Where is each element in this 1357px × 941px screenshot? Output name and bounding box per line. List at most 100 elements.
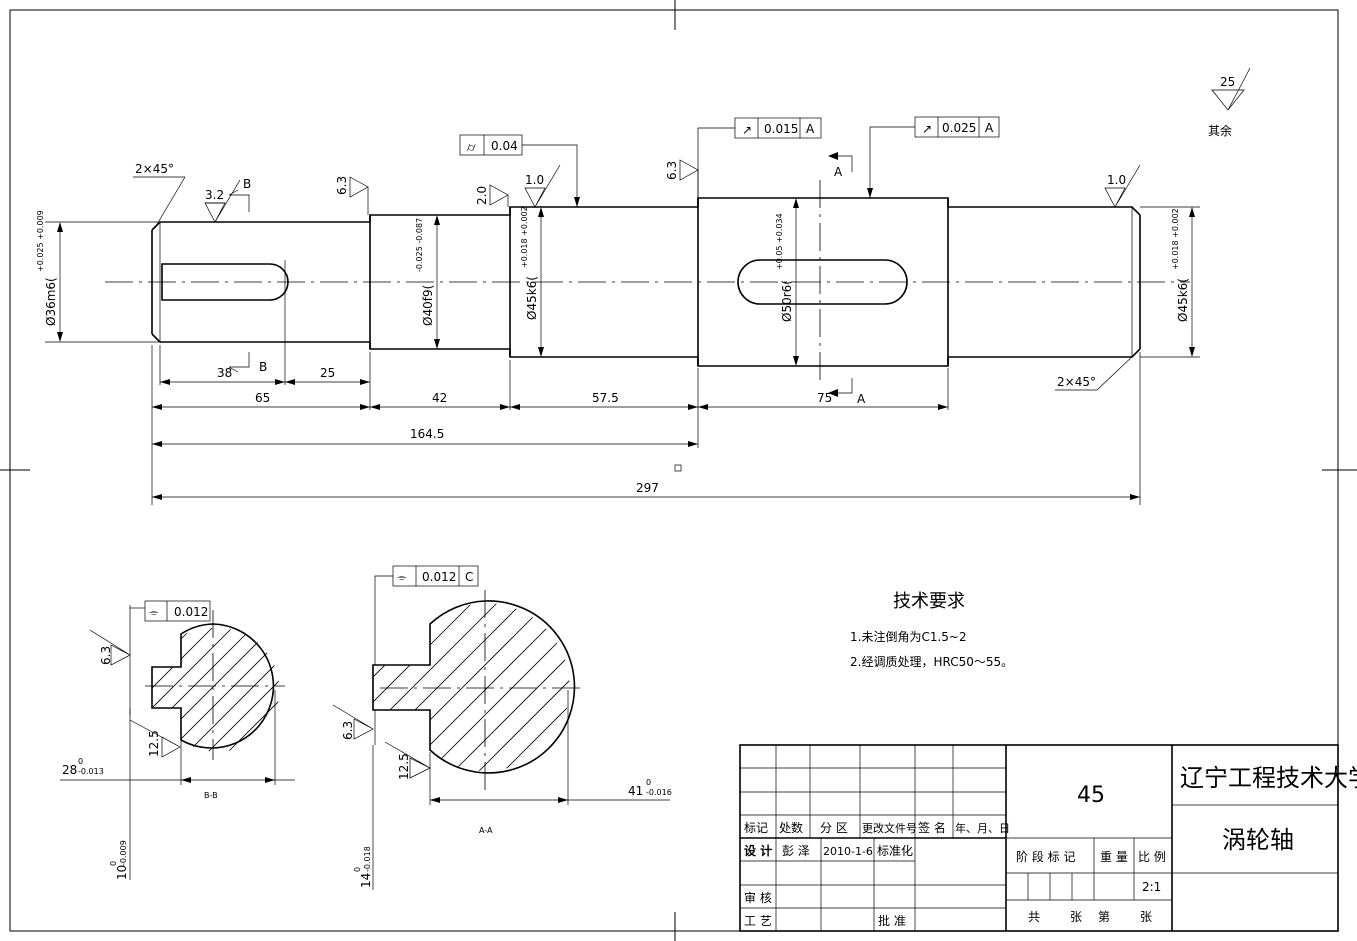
tb-h-zone: 分 区: [820, 821, 848, 835]
section-b-top: B: [243, 177, 251, 191]
tol-frame3-value: 0.025: [942, 121, 976, 135]
tol45b-label: +0.018 +0.002: [1171, 208, 1180, 270]
sec2-14: 14: [359, 873, 373, 888]
section-b-bot: B: [259, 360, 267, 374]
dia36-label: Ø36m6(: [44, 277, 58, 326]
d38-label: 38: [217, 366, 232, 380]
section-markers: B B A A: [228, 152, 866, 406]
tech-requirements: 技术要求 1.未注倒角为C1.5~2 2.经调质处理，HRC50～55。: [850, 591, 1013, 669]
section-a-bot: A: [857, 392, 866, 406]
tb-no: 第: [1098, 910, 1110, 924]
sec2-41: 41: [628, 784, 643, 798]
roughness-symbols: 3.2 6.3 2.0 1.0 6.3 1.0 25 其余: [204, 67, 1251, 223]
rough-63b-label: 6.3: [665, 161, 679, 180]
d65-label: 65: [255, 391, 270, 405]
sec1-10-zero: 0: [109, 861, 118, 866]
tol45a-label: +0.018 +0.002: [520, 206, 529, 268]
rough-other-label: 其余: [1208, 123, 1232, 138]
tb-h-sign: 签 名: [918, 820, 946, 835]
sec2-rough63: 6.3: [341, 721, 355, 740]
d75-label: 75: [817, 391, 832, 405]
length-labels: 65 42 57.5 75 164.5 297 38 25: [217, 366, 832, 495]
sec1-28-zero: 0: [78, 757, 83, 766]
tech-line1: 1.未注倒角为C1.5~2: [850, 629, 967, 644]
svg-text:⌯: ⌯: [397, 570, 407, 584]
tb-h-mark: 标记: [744, 821, 768, 835]
length-dimensions: [151, 345, 1141, 505]
tb-sheets: 张: [1070, 910, 1082, 924]
tb-process: 工 艺: [744, 914, 772, 928]
d575-label: 57.5: [592, 391, 619, 405]
chamfer-leaders: 2×45° 2×45°: [133, 162, 1137, 391]
svg-text:↗: ↗: [922, 122, 932, 136]
sec1-28-tol: -0.013: [78, 767, 104, 776]
d297-label: 297: [636, 481, 659, 495]
sec1-10-tol: -0.009: [119, 840, 128, 866]
tb-standard: 标准化: [877, 844, 913, 858]
tol-frame5-value: 0.012: [422, 570, 456, 584]
svg-text:A-A: A-A: [479, 826, 493, 835]
sec1-rough63: 6.3: [99, 646, 113, 665]
tol-frame1-value: 0.04: [491, 139, 518, 153]
d1645-label: 164.5: [410, 427, 444, 441]
tb-school: 辽宁工程技术大学: [1180, 764, 1357, 792]
tb-part-name: 涡轮轴: [1222, 826, 1294, 854]
diameter-labels: Ø36m6( +0.025 +0.009 Ø40f9( -0.025 -0.08…: [36, 206, 1190, 326]
tb-material: 45: [1077, 783, 1105, 808]
sec2-41-zero: 0: [646, 778, 651, 787]
tb-scale-val: 2:1: [1142, 880, 1161, 894]
rough-25-label: 25: [1220, 75, 1235, 89]
chamfer-right-label: 2×45°: [1057, 375, 1096, 389]
tb-h-doc: 更改文件号: [862, 821, 917, 835]
tech-line2: 2.经调质处理，HRC50～55。: [850, 655, 1013, 669]
svg-text:⌭: ⌭: [467, 140, 476, 154]
tb-total: 共: [1028, 910, 1040, 924]
section-b-view: ⌯ 0.012 6.3 12.5 28 0 -0.013 10 0 -0.009…: [60, 600, 295, 880]
tol50-label: +0.05 +0.034: [775, 213, 784, 270]
rough-10b-label: 1.0: [1107, 173, 1126, 187]
tb-h-date: 年、月、日: [955, 821, 1010, 835]
sec2-41-tol: -0.016: [646, 788, 672, 797]
d25-label: 25: [320, 366, 335, 380]
dia40-label: Ø40f9(: [421, 285, 435, 326]
rough-20-label: 2.0: [475, 186, 489, 205]
sec1-rough125: 12.5: [147, 730, 161, 757]
chamfer-left-label: 2×45°: [135, 162, 174, 176]
section-a-view: ⌯ 0.012 C 6.3 12.5 41 0 -0.016 14 0 -0.0…: [332, 565, 672, 890]
tb-weight: 重 量: [1100, 850, 1128, 864]
sec1-10: 10: [115, 865, 129, 880]
dia50-label: Ø50r6(: [780, 280, 794, 322]
tol-frame2-ref: A: [806, 122, 815, 136]
tolerance-frames: ⌭ 0.04 ↗ 0.015 A ↗ 0.025 A: [459, 116, 1000, 207]
tb-designer: 彭 泽: [782, 844, 810, 858]
svg-text:⌯: ⌯: [149, 605, 159, 619]
tb-scale: 比 例: [1138, 850, 1166, 864]
d42-label: 42: [432, 391, 447, 405]
svg-text:B-B: B-B: [204, 791, 218, 800]
section-a-top: A: [834, 165, 843, 179]
tol-frame5-ref: C: [465, 570, 473, 584]
title-block: 45 辽宁工程技术大学 涡轮轴 标记 处数 分 区 更改文件号 签 名 年、月、…: [739, 744, 1357, 932]
tech-title: 技术要求: [893, 591, 965, 612]
sec2-14-tol: -0.018: [363, 846, 372, 872]
tb-h-count: 处数: [779, 820, 803, 835]
tb-sheet2: 张: [1140, 910, 1152, 924]
dia45b-label: Ø45k6(: [1176, 278, 1190, 322]
svg-text:↗: ↗: [742, 123, 752, 137]
tb-stage: 阶 段 标 记: [1016, 849, 1075, 864]
tol36-label: +0.025 +0.009: [36, 210, 45, 272]
diameter-dimensions: [45, 198, 1200, 366]
sec2-rough125: 12.5: [397, 753, 411, 780]
shaft-main-view: [105, 180, 1190, 385]
sec2-14-zero: 0: [353, 867, 362, 872]
tb-design-date: 2010-1-6: [823, 845, 873, 858]
rough-10a-label: 1.0: [525, 173, 544, 187]
tol40-label: -0.025 -0.087: [415, 218, 424, 272]
tb-approve: 批 准: [878, 913, 906, 928]
dia45a-label: Ø45k6(: [525, 276, 539, 320]
tol-frame4-value: 0.012: [174, 605, 208, 619]
tb-review: 审 核: [744, 890, 772, 905]
tb-design: 设 计: [744, 843, 772, 858]
